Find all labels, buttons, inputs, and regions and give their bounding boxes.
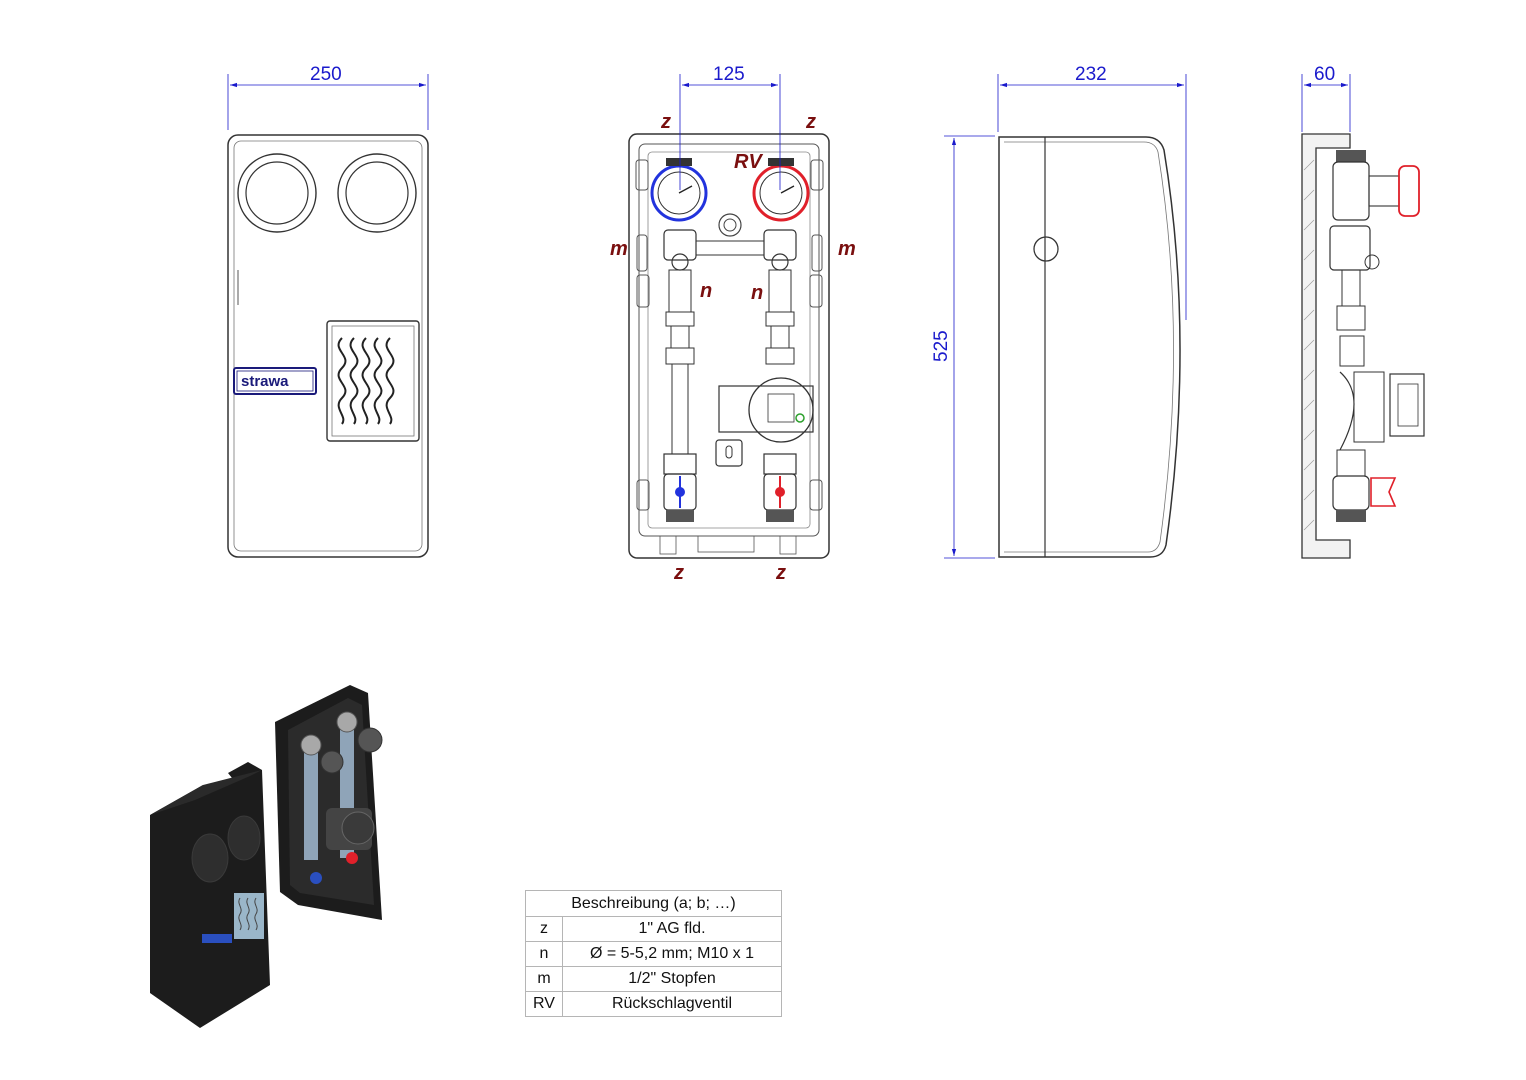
legend-row: z 1" AG fld. [525,916,782,942]
label-n-right: n [751,282,763,304]
isometric-view [150,685,383,1028]
legend-value: 1/2" Stopfen [562,966,782,992]
dimension-height: 525 [931,135,995,559]
dimension-label-250: 250 [310,64,342,85]
legend-value: 1" AG fld. [562,916,782,942]
label-m-left: m [610,238,628,260]
dimension-depth: 60 [1301,64,1351,132]
dimension-side-width: 232 [997,64,1187,320]
legend-row: RV Rückschlagventil [525,991,782,1017]
legend-row: m 1/2" Stopfen [525,966,782,992]
legend-header: Beschreibung (a; b; …) [525,890,782,917]
label-n-left: n [700,280,712,302]
legend-key: n [525,941,563,967]
side-view-cover [998,136,1181,558]
legend-table: Beschreibung (a; b; …) z 1" AG fld. n Ø … [525,890,782,1017]
legend-row: n Ø = 5-5,2 mm; M10 x 1 [525,941,782,967]
dimension-label-125: 125 [713,64,745,85]
label-z-top-left: z [660,111,671,133]
dimension-label-525: 525 [931,330,952,362]
dimension-connection-spacing: 125 [679,64,781,190]
legend-header-row: Beschreibung (a; b; …) [525,890,782,917]
legend-value: Ø = 5-5,2 mm; M10 x 1 [562,941,782,967]
legend-key: RV [525,991,563,1017]
internal-view [628,133,830,559]
legend-value: Rückschlagventil [562,991,782,1017]
label-z-bottom-left: z [673,562,684,584]
front-view-cover: strawa [227,134,429,558]
dimension-label-232: 232 [1075,64,1107,85]
brand-logo-text: strawa [241,373,289,390]
legend-key: m [525,966,563,992]
dimension-front-width: 250 [227,64,429,130]
legend-key: z [525,916,563,942]
dimension-label-60: 60 [1314,64,1335,85]
label-m-right: m [838,238,856,260]
label-rv: RV [734,151,763,173]
label-z-bottom-right: z [775,562,786,584]
side-section-view [1301,133,1425,559]
label-z-top-right: z [805,111,816,133]
